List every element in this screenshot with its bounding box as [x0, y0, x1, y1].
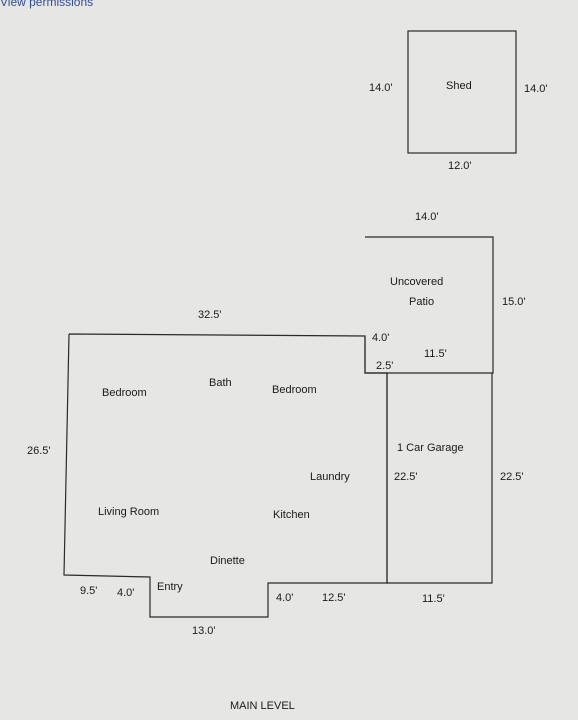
shed-left-dim: 14.0'	[369, 82, 393, 94]
room-entry: Entry	[157, 581, 183, 593]
patio-right-dim: 15.0'	[502, 296, 526, 308]
garage-left-dim: 22.5'	[394, 471, 418, 483]
shed-bottom-dim: 12.0'	[448, 160, 472, 172]
house-outline	[63, 333, 388, 618]
house-top-dim: 32.5'	[198, 309, 222, 321]
patio-label-line2: Patio	[409, 296, 434, 308]
patio-label-line1: Uncovered	[390, 276, 443, 288]
room-bedroom-left: Bedroom	[102, 387, 147, 399]
room-bath: Bath	[209, 377, 232, 389]
shed-right-dim: 14.0'	[524, 83, 548, 95]
room-laundry: Laundry	[310, 471, 350, 483]
garage-label: 1 Car Garage	[397, 442, 464, 454]
room-kitchen: Kitchen	[273, 509, 310, 521]
main-level-label: MAIN LEVEL	[230, 700, 295, 712]
dim-bottom-mid-b: 12.5'	[322, 592, 346, 604]
dim-bottom-left-b: 4.0'	[117, 587, 134, 599]
patio-inner-small-dim: 2.5'	[376, 360, 393, 372]
room-living: Living Room	[98, 506, 159, 518]
dim-bottom-left-a: 9.5'	[80, 585, 97, 597]
room-bedroom-right: Bedroom	[272, 384, 317, 396]
patio-top-dim: 14.0'	[415, 211, 439, 223]
dim-entry-bottom: 13.0'	[192, 625, 216, 637]
patio-bottom-dim: 11.5'	[424, 348, 447, 360]
room-dinette: Dinette	[210, 555, 245, 567]
patio-inner-dim: 4.0'	[372, 332, 389, 344]
house-left-dim: 26.5'	[27, 445, 51, 457]
shed-label: Shed	[446, 80, 472, 92]
view-permissions-link[interactable]: View permissions	[0, 0, 94, 9]
dim-bottom-mid-a: 4.0'	[276, 592, 293, 604]
garage-right-dim: 22.5'	[500, 471, 524, 483]
garage-bottom-dim: 11.5'	[422, 593, 445, 605]
shed-outline	[407, 30, 517, 154]
